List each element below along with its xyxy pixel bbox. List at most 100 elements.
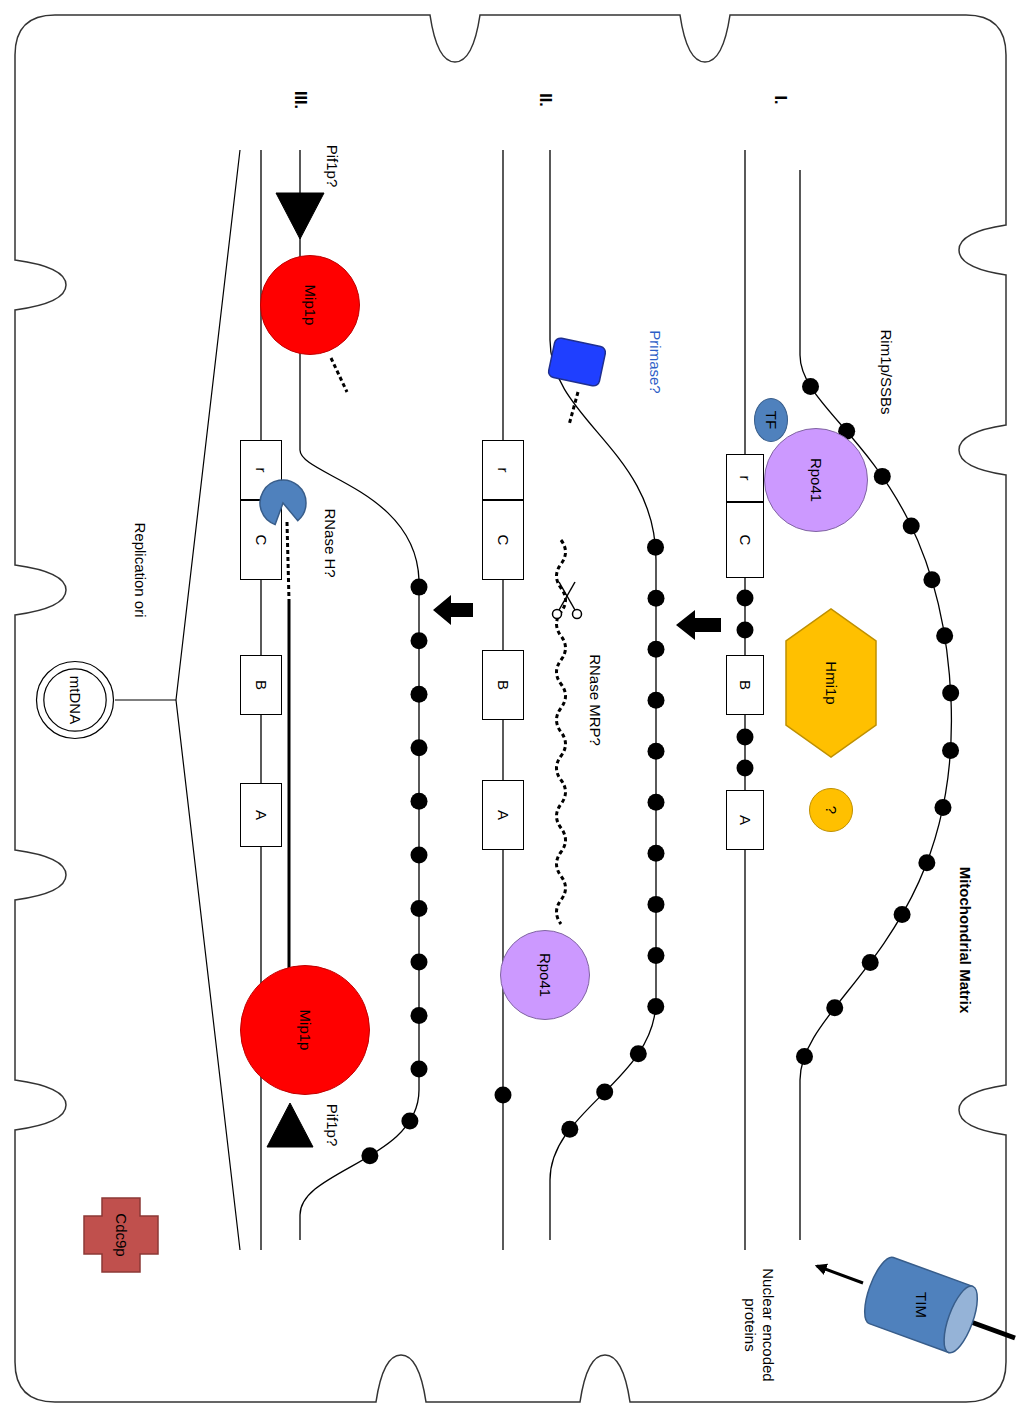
- import-channel: TIM: [857, 1250, 985, 1360]
- helicase-triangle: Pif1p?: [266, 1102, 314, 1148]
- ssb-dot: [737, 622, 754, 639]
- sequence-box: C: [482, 500, 524, 580]
- displaced-strand: [550, 150, 656, 1240]
- node-text: Rpo41: [536, 953, 554, 997]
- ssb-dot: [942, 742, 959, 759]
- node-text: ?: [822, 806, 840, 814]
- primase-primer: [569, 392, 578, 425]
- ssb-dot: [796, 1048, 813, 1065]
- ssb-dot: [648, 692, 665, 709]
- row-number: III.: [290, 91, 309, 109]
- sequence-box: B: [240, 655, 282, 715]
- row-number: I.: [770, 96, 789, 105]
- node-text: Mip1p: [301, 285, 319, 326]
- ssb-dot: [411, 793, 428, 810]
- rna-primers: [287, 358, 578, 924]
- rnase-primer: [287, 522, 289, 600]
- step-arrow: [676, 610, 721, 640]
- ssb-dot: [737, 590, 754, 607]
- sequence-box: r: [726, 454, 764, 502]
- rna-transcript: [557, 540, 566, 924]
- node-text: A: [252, 810, 270, 820]
- row-number: II.: [535, 93, 554, 106]
- ssb-dot: [903, 518, 920, 535]
- primase-box-shape: [545, 336, 609, 388]
- sequence-box: B: [482, 650, 524, 720]
- node-text: Rpo41: [807, 458, 825, 502]
- ssb-dot: [648, 590, 665, 607]
- ssb-dot: [737, 760, 754, 777]
- note-label: Nuclear encoded proteins: [741, 1260, 777, 1390]
- rnase-pacman-shape: [258, 478, 308, 528]
- mitochondrion-outline: [15, 15, 1006, 1402]
- ssb-dot: [561, 1121, 578, 1138]
- node-text: r: [252, 468, 270, 473]
- helicase-hexagon: Hmi1p: [785, 608, 877, 758]
- scissors-icon: [553, 582, 582, 619]
- ori-bracket: [115, 150, 240, 1250]
- node-text: B: [252, 680, 270, 690]
- ssb-dot: [630, 1045, 647, 1062]
- node-text: A: [736, 815, 754, 825]
- node-text: TF: [762, 411, 780, 429]
- mtdna-ring: mtDNA: [35, 660, 115, 740]
- ssb-dot: [361, 1147, 378, 1164]
- helicase-triangle-shape: [266, 1102, 314, 1148]
- ssb-dot: [648, 743, 665, 760]
- node-text: B: [494, 680, 512, 690]
- node-text: r: [736, 476, 754, 481]
- helicase-triangle: Pif1p?: [275, 192, 325, 240]
- new-dna-strand: [288, 600, 291, 968]
- node-text: Mip1p: [296, 1010, 314, 1051]
- import-line: [971, 1322, 1015, 1338]
- ssb-dot: [802, 378, 819, 395]
- ssb-dot: [862, 954, 879, 971]
- node-text: r: [494, 468, 512, 473]
- ssb-dot: [942, 684, 959, 701]
- ssb-dot: [411, 953, 428, 970]
- primase-box: Primase?: [545, 336, 609, 388]
- ssb-dot: [648, 794, 665, 811]
- ssb-dot: [936, 627, 953, 644]
- ssb-dot: [923, 571, 940, 588]
- polymerase-circle: Rpo41: [764, 428, 868, 532]
- ssb-dot: [934, 799, 951, 816]
- ssb-dot: [411, 900, 428, 917]
- ssb-dot: [648, 845, 665, 862]
- node-text: B: [736, 680, 754, 690]
- mip1p-primer: [331, 358, 347, 392]
- protein-label: Pif1p?: [323, 145, 341, 188]
- ssb-dot: [411, 739, 428, 756]
- factor-oval: TF: [754, 398, 788, 442]
- ssb-dot: [647, 998, 664, 1015]
- sequence-box: B: [726, 655, 764, 715]
- node-text: mtDNA: [66, 676, 84, 724]
- polymerase-circle: Mip1p: [240, 965, 370, 1095]
- ssb-dot: [826, 999, 843, 1016]
- sequence-box: C: [726, 502, 764, 578]
- ssb-dot: [648, 896, 665, 913]
- sequence-box: A: [726, 790, 764, 850]
- note-label: Replication ori: [131, 522, 149, 617]
- protein-label: Primase?: [646, 330, 664, 393]
- sequence-box: A: [240, 783, 282, 847]
- sequence-box: A: [482, 780, 524, 850]
- protein-label: RNase MRP?: [586, 654, 604, 746]
- ssb-dot: [648, 947, 665, 964]
- ssb-dot: [894, 906, 911, 923]
- ssb-dot: [648, 641, 665, 658]
- ssb-dot: [411, 1007, 428, 1024]
- ssb-dot: [411, 579, 428, 596]
- polymerase-circle: Mip1p: [260, 255, 360, 355]
- ligase-cross: Cdc9p: [83, 1197, 159, 1273]
- helicase-triangle-shape: [275, 192, 325, 240]
- protein-label: Rim1p/SSBs: [877, 329, 895, 414]
- node-text: Cdc9p: [112, 1213, 130, 1256]
- node-text: A: [494, 810, 512, 820]
- protein-label: RNase H?: [321, 508, 339, 577]
- ssb-dot: [737, 729, 754, 746]
- region-label: Mitochondrial Matrix: [956, 867, 974, 1014]
- node-text: C: [736, 535, 754, 546]
- ssb-dot: [411, 1061, 428, 1078]
